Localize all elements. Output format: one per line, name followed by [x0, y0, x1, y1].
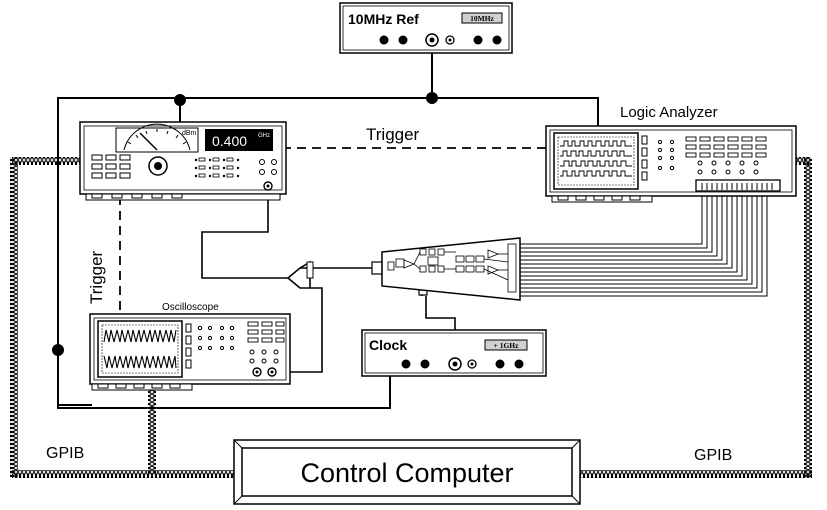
junction-dot: [174, 94, 186, 106]
clock-instrument: Clock + 1GHz: [361, 329, 547, 377]
logic-analyzer: [545, 125, 797, 203]
reference-title: 10MHz Ref: [348, 11, 419, 27]
oscilloscope: Oscilloscope: [89, 302, 291, 391]
meter-icon: dBm: [115, 123, 199, 153]
reference-instrument: 10MHz Ref 10MHz: [339, 2, 513, 54]
frequency-value: 0.400: [212, 133, 247, 149]
connector-jack: [371, 261, 383, 275]
keypad: [91, 154, 131, 179]
junction-dot: [52, 344, 64, 356]
knob-icon: [495, 359, 505, 369]
gpib-cables: [10, 157, 812, 478]
gpib-label-left: GPIB: [46, 445, 84, 462]
knob-icon: [420, 359, 430, 369]
knob-icon: [473, 35, 483, 45]
data-bus: [518, 190, 768, 297]
resistor-icon: [306, 261, 314, 279]
gpib-label-right: GPIB: [694, 447, 732, 464]
amplifier-triangle: [403, 259, 416, 269]
device-under-test: [381, 237, 521, 301]
control-computer: Control Computer: [233, 439, 581, 505]
knob-icon: [379, 35, 389, 45]
knob-icon: [398, 35, 408, 45]
knob-icon: [514, 359, 524, 369]
oscilloscope-label: Oscilloscope: [162, 302, 219, 313]
trigger-label-side: Trigger: [87, 250, 106, 304]
frequency-unit: GHz: [258, 133, 270, 139]
scope-screen: [97, 320, 183, 378]
clock-badge-box: [484, 339, 528, 351]
frequency-display: [205, 129, 273, 151]
control-computer-label: Control Computer: [300, 458, 513, 488]
knob-icon: [492, 35, 502, 45]
reference-badge: 10MHz: [470, 14, 494, 23]
probe-connector-icon: [695, 179, 781, 192]
junction-dot: [426, 92, 438, 104]
knob-icon: [401, 359, 411, 369]
meter-unit: dBm: [182, 130, 197, 137]
trigger-label-top: Trigger: [366, 125, 420, 144]
logic-analyzer-label: Logic Analyzer: [620, 104, 718, 121]
signal-generator: dBm 0.400 GHz: [79, 121, 287, 201]
reference-badge-box: [461, 12, 503, 24]
clock-title: Clock: [369, 337, 407, 353]
clock-badge: + 1GHz: [494, 341, 520, 350]
